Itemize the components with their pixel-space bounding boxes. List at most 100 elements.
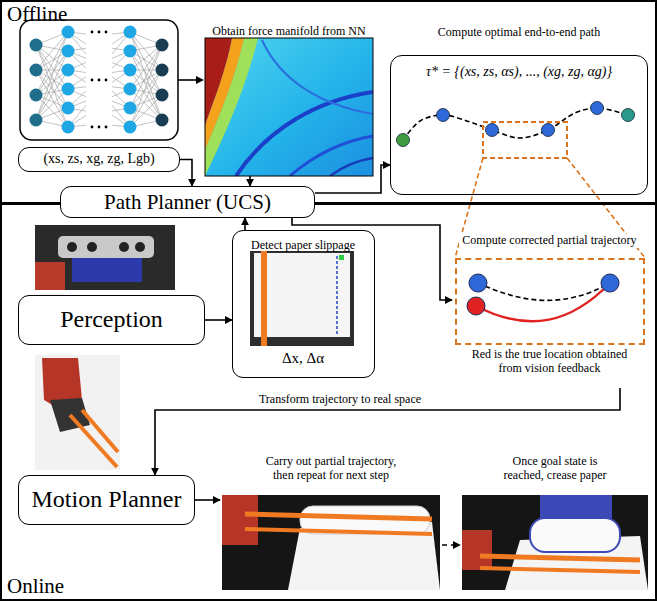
parameter-box: (xs, zs, xg, zg, Lgb) (18, 147, 180, 172)
execution-photo-image-part (245, 529, 432, 534)
crease-photo-image-part (530, 518, 620, 552)
optimal-path-curve-part (591, 102, 604, 115)
nn-to-manifold-arrow-part (178, 79, 197, 81)
text-slot: Δx, Δα (233, 349, 373, 367)
force-manifold-heatmap-part (262, 40, 373, 114)
paper-slippage-image-part (250, 251, 354, 346)
neural-network-icon-part (62, 64, 75, 77)
corrected-trajectory-part (478, 283, 610, 300)
connector-arrow (315, 165, 390, 193)
neural-network-icon-part (91, 126, 94, 129)
slippage-values: Δx, Δα (282, 350, 324, 367)
execution-photo-image-part (222, 495, 440, 590)
neural-network-icon-part (105, 126, 108, 129)
neural-network-icon-part (105, 31, 108, 34)
zoom-callout-part (483, 122, 567, 158)
robot-arm-photo (35, 355, 120, 470)
text-slot: Offline (7, 2, 127, 26)
corrected-trajectory-part (476, 283, 610, 321)
neural-network-icon-part (30, 89, 43, 102)
optimal-path-curve (397, 102, 635, 147)
photo-caption: Carry out partial trajectory, then repea… (255, 455, 407, 483)
corrected-trajectory-part (467, 297, 485, 315)
text-slot: Motion Planner (19, 476, 194, 524)
neural-network-icon-part (156, 89, 169, 102)
corrected-trajectory-part (601, 274, 619, 292)
neural-network-icon-part (62, 83, 75, 96)
force-manifold-heatmap (205, 38, 373, 176)
text-slot: Compute corrected partial trajectory (452, 230, 647, 248)
text-slot: Once goal state is reached, crease paper (500, 455, 610, 483)
text-slot: Obtain force manifold from NN (205, 21, 373, 39)
camera-photo-part (72, 258, 142, 282)
corrected-trajectory-part (469, 274, 487, 292)
correction-panel: Compute corrected partial trajectoryRed … (452, 228, 647, 388)
paper-slippage-image-part (339, 255, 344, 260)
edge-label: Transform trajectory to real space (256, 393, 424, 407)
neural-network-icon-part (124, 26, 137, 39)
neural-network-icon-part (124, 121, 137, 134)
panel-heading: Obtain force manifold from NN (212, 25, 365, 39)
robot-arm-photo-part (35, 355, 120, 470)
text-slot: Red is the true location obtained from v… (467, 348, 632, 376)
camera-photo-part (135, 242, 145, 252)
force-manifold-heatmap-part (330, 158, 373, 176)
connector-arrow (249, 176, 251, 186)
optimal-path-curve-part (397, 134, 410, 147)
edge-label-slot: Transform trajectory to real space (256, 389, 424, 407)
execution-photo-image-part (245, 514, 432, 519)
region-label: Online (7, 574, 64, 598)
optimal-path-curve-part (542, 124, 555, 137)
execution-photo-image-part (222, 495, 258, 545)
connector-arrow (180, 160, 192, 187)
camera-photo-part (87, 242, 97, 252)
connector-arrow (442, 544, 460, 546)
neural-network-icon-part (124, 64, 137, 77)
photo-caption: Once goal state is reached, crease paper (500, 455, 610, 483)
crease-photo-image-part (480, 568, 640, 572)
panel-note: Red is the true location obtained from v… (467, 348, 632, 376)
neural-network-icon (20, 20, 178, 140)
force-manifold-heatmap-part (205, 38, 373, 176)
neural-network-icon-part (156, 39, 169, 52)
optimal-path-panel: Compute optimal end-to-end pathτ* = {(xs… (390, 20, 648, 195)
camera-photo-part (67, 242, 77, 252)
neural-network-icon-part (98, 126, 101, 129)
crease-photo-image-part (480, 556, 640, 560)
motion-planner-box: Motion Planner (18, 475, 195, 525)
connector-arrow (244, 218, 246, 230)
optimal-path-curve-part (622, 109, 635, 122)
crease-photo-image-part (462, 530, 492, 570)
process-label: Perception (60, 306, 163, 334)
panel-frame (455, 258, 645, 345)
camera-photo (35, 225, 175, 290)
camera-photo-part (35, 225, 175, 290)
force-manifold-heatmap-part (205, 38, 232, 125)
text-slot: Path Planner (UCS) (61, 187, 314, 217)
heatmap-border (205, 38, 373, 176)
panel-heading: Detect paper slippage (251, 239, 355, 253)
crease-photo-image-part (540, 495, 612, 520)
panel-heading: Compute optimal end-to-end path (438, 26, 600, 40)
text-slot: Carry out partial trajectory, then repea… (255, 455, 407, 483)
parameter-list: (xs, zs, xg, zg, Lgb) (43, 151, 154, 167)
paper-slippage-image-part (261, 251, 267, 346)
neural-network-icon-part (124, 45, 137, 58)
neural-network-icon-part (30, 114, 43, 127)
crease-photo-image-part (462, 495, 648, 590)
neural-network-icon-part (91, 79, 94, 82)
paper-slippage-image (250, 251, 354, 346)
text-slot: Compute optimal end-to-end path (390, 22, 648, 40)
paper-slippage-image-part (336, 256, 338, 336)
camera-photo-part (119, 242, 129, 252)
nn-to-manifold-arrow-part (196, 76, 204, 84)
paper-slippage-image-part (254, 253, 350, 337)
neural-network-icon-part (20, 20, 178, 140)
text-slot: (xs, zs, xg, zg, Lgb) (19, 148, 179, 171)
neural-network-icon-part (62, 45, 75, 58)
neural-network-icon-part (105, 79, 108, 82)
region-label: Offline (7, 2, 67, 26)
text-slot: Detect paper slippage (233, 235, 373, 253)
